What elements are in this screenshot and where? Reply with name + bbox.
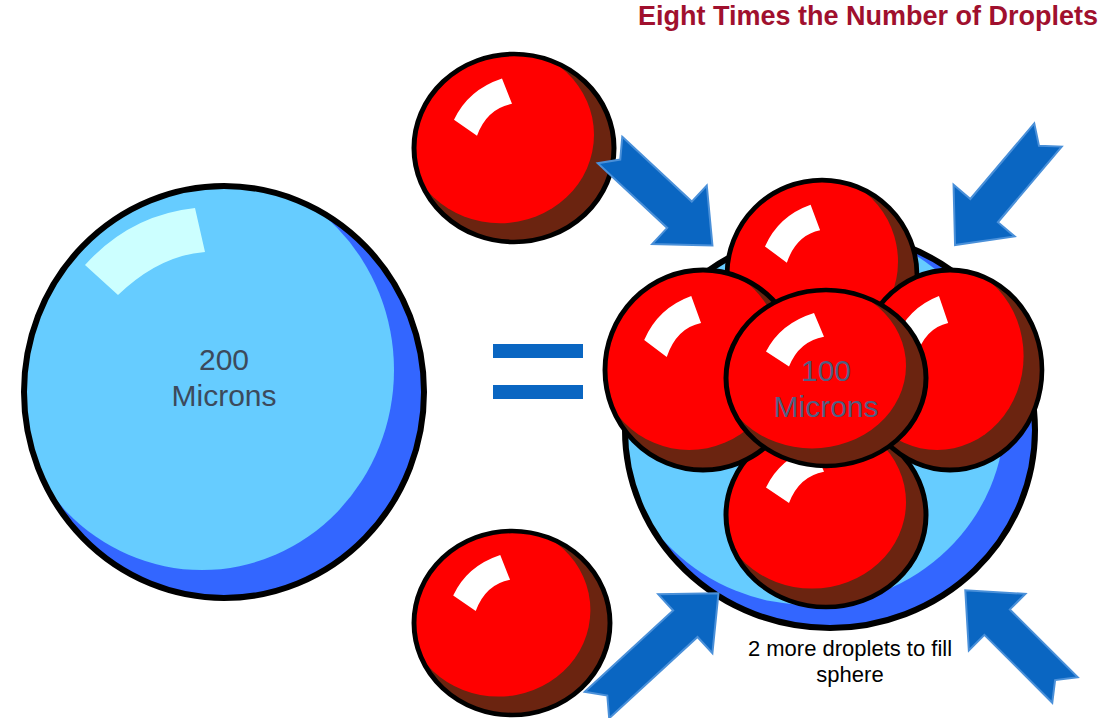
extra-droplet xyxy=(406,46,614,242)
equals-bar xyxy=(493,385,583,399)
size-label: 200 Microns xyxy=(149,342,299,414)
size-label: 100 Microns xyxy=(751,353,901,425)
block-arrow xyxy=(925,109,1079,271)
large-droplet: 200 Microns xyxy=(20,182,428,602)
extra-droplet xyxy=(406,524,610,715)
block-arrow xyxy=(937,562,1093,718)
equals-bar xyxy=(493,344,583,358)
block-arrow xyxy=(583,121,740,275)
diagram-title: Eight Times the Number of Droplets xyxy=(638,0,1098,32)
note-text: 2 more droplets to fill sphere xyxy=(722,636,978,689)
small-droplet: 100 Microns xyxy=(722,288,930,468)
block-arrow xyxy=(570,564,746,718)
